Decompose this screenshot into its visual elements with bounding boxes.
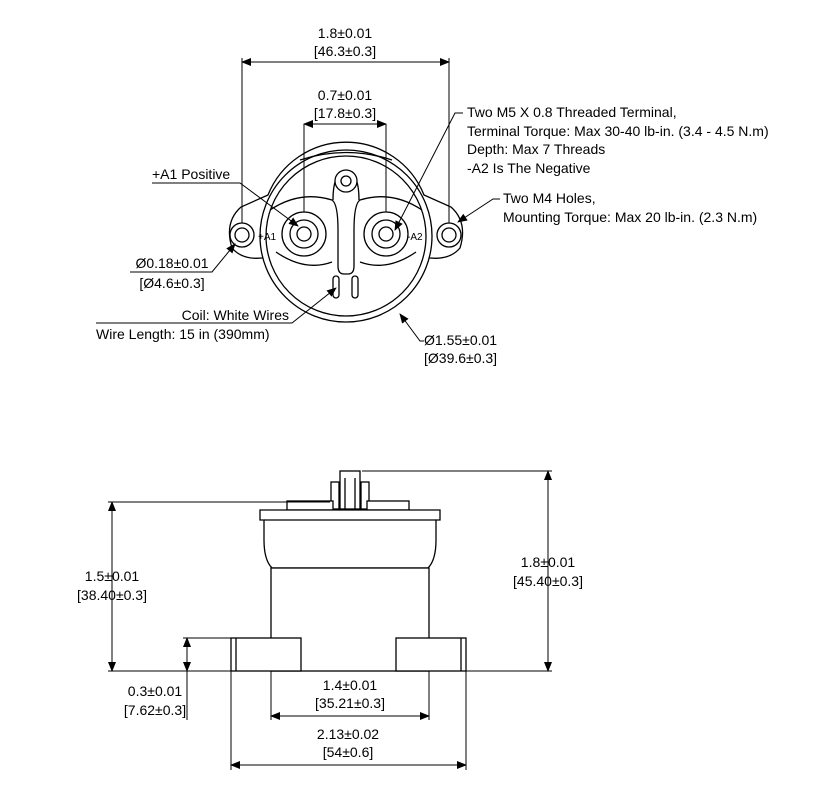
body-height-inch: 1.5±0.01 [85, 568, 140, 584]
terminal-spacing-mm: [17.8±0.3] [314, 105, 376, 121]
housing-rib-pattern [269, 196, 423, 275]
terminal-spacing-inch: 0.7±0.01 [318, 87, 373, 103]
body-outline [259, 149, 433, 323]
left-mounting-foot [230, 637, 302, 672]
body-width-inch: 1.4±0.01 [323, 677, 378, 693]
terminal-stud [339, 470, 361, 510]
side-view: 1.5±0.01 [38.40±0.3] 1.8±0.01 [45.40±0.3… [77, 470, 583, 770]
total-height-mm: [45.40±0.3] [513, 573, 583, 589]
overall-length-mm: [54±0.6] [323, 744, 374, 760]
hole-diameter-inch: Ø0.18±0.01 [135, 255, 208, 271]
top-view: +A1 -A2 1.8±0.01 [46.3±0.3] 0.7±0.01 [17… [96, 25, 773, 366]
overall-length-inch: 2.13±0.02 [317, 726, 379, 742]
body-diameter-inch: Ø1.55±0.01 [424, 332, 497, 348]
hole-diameter-mm: [Ø4.6±0.3] [139, 275, 204, 291]
positive-label: +A1 Positive [152, 166, 230, 182]
body-width-mm: [35.21±0.3] [315, 695, 385, 711]
coil-wire-slot [351, 275, 359, 299]
positive-terminal-mark: +A1 [258, 232, 277, 243]
body-diameter-mm: [Ø39.6±0.3] [424, 350, 497, 366]
right-mounting-hole [436, 222, 462, 248]
right-mounting-foot [395, 637, 467, 672]
flange-thickness-mm: [7.62±0.3] [124, 702, 186, 718]
left-mounting-hole [229, 222, 255, 248]
flange-thickness-inch: 0.3±0.01 [128, 683, 183, 699]
coil-note-line2: Wire Length: 15 in (390mm) [96, 326, 270, 342]
mounting-note: Two M4 Holes, Mounting Torque: Max 20 lb… [503, 190, 757, 225]
total-height-inch: 1.8±0.01 [521, 554, 576, 570]
housing-cap [259, 509, 441, 569]
overall-width-mm: [46.3±0.3] [314, 43, 376, 59]
terminal-note: Two M5 X 0.8 Threaded Terminal, Terminal… [467, 104, 773, 176]
coil-note-line1: Coil: White Wires [182, 307, 289, 323]
body-height-mm: [38.40±0.3] [77, 587, 147, 603]
overall-width-inch: 1.8±0.01 [318, 25, 373, 41]
top-boss [334, 169, 358, 193]
coil-wire-slot [332, 275, 340, 299]
negative-terminal-mark: -A2 [407, 232, 423, 243]
